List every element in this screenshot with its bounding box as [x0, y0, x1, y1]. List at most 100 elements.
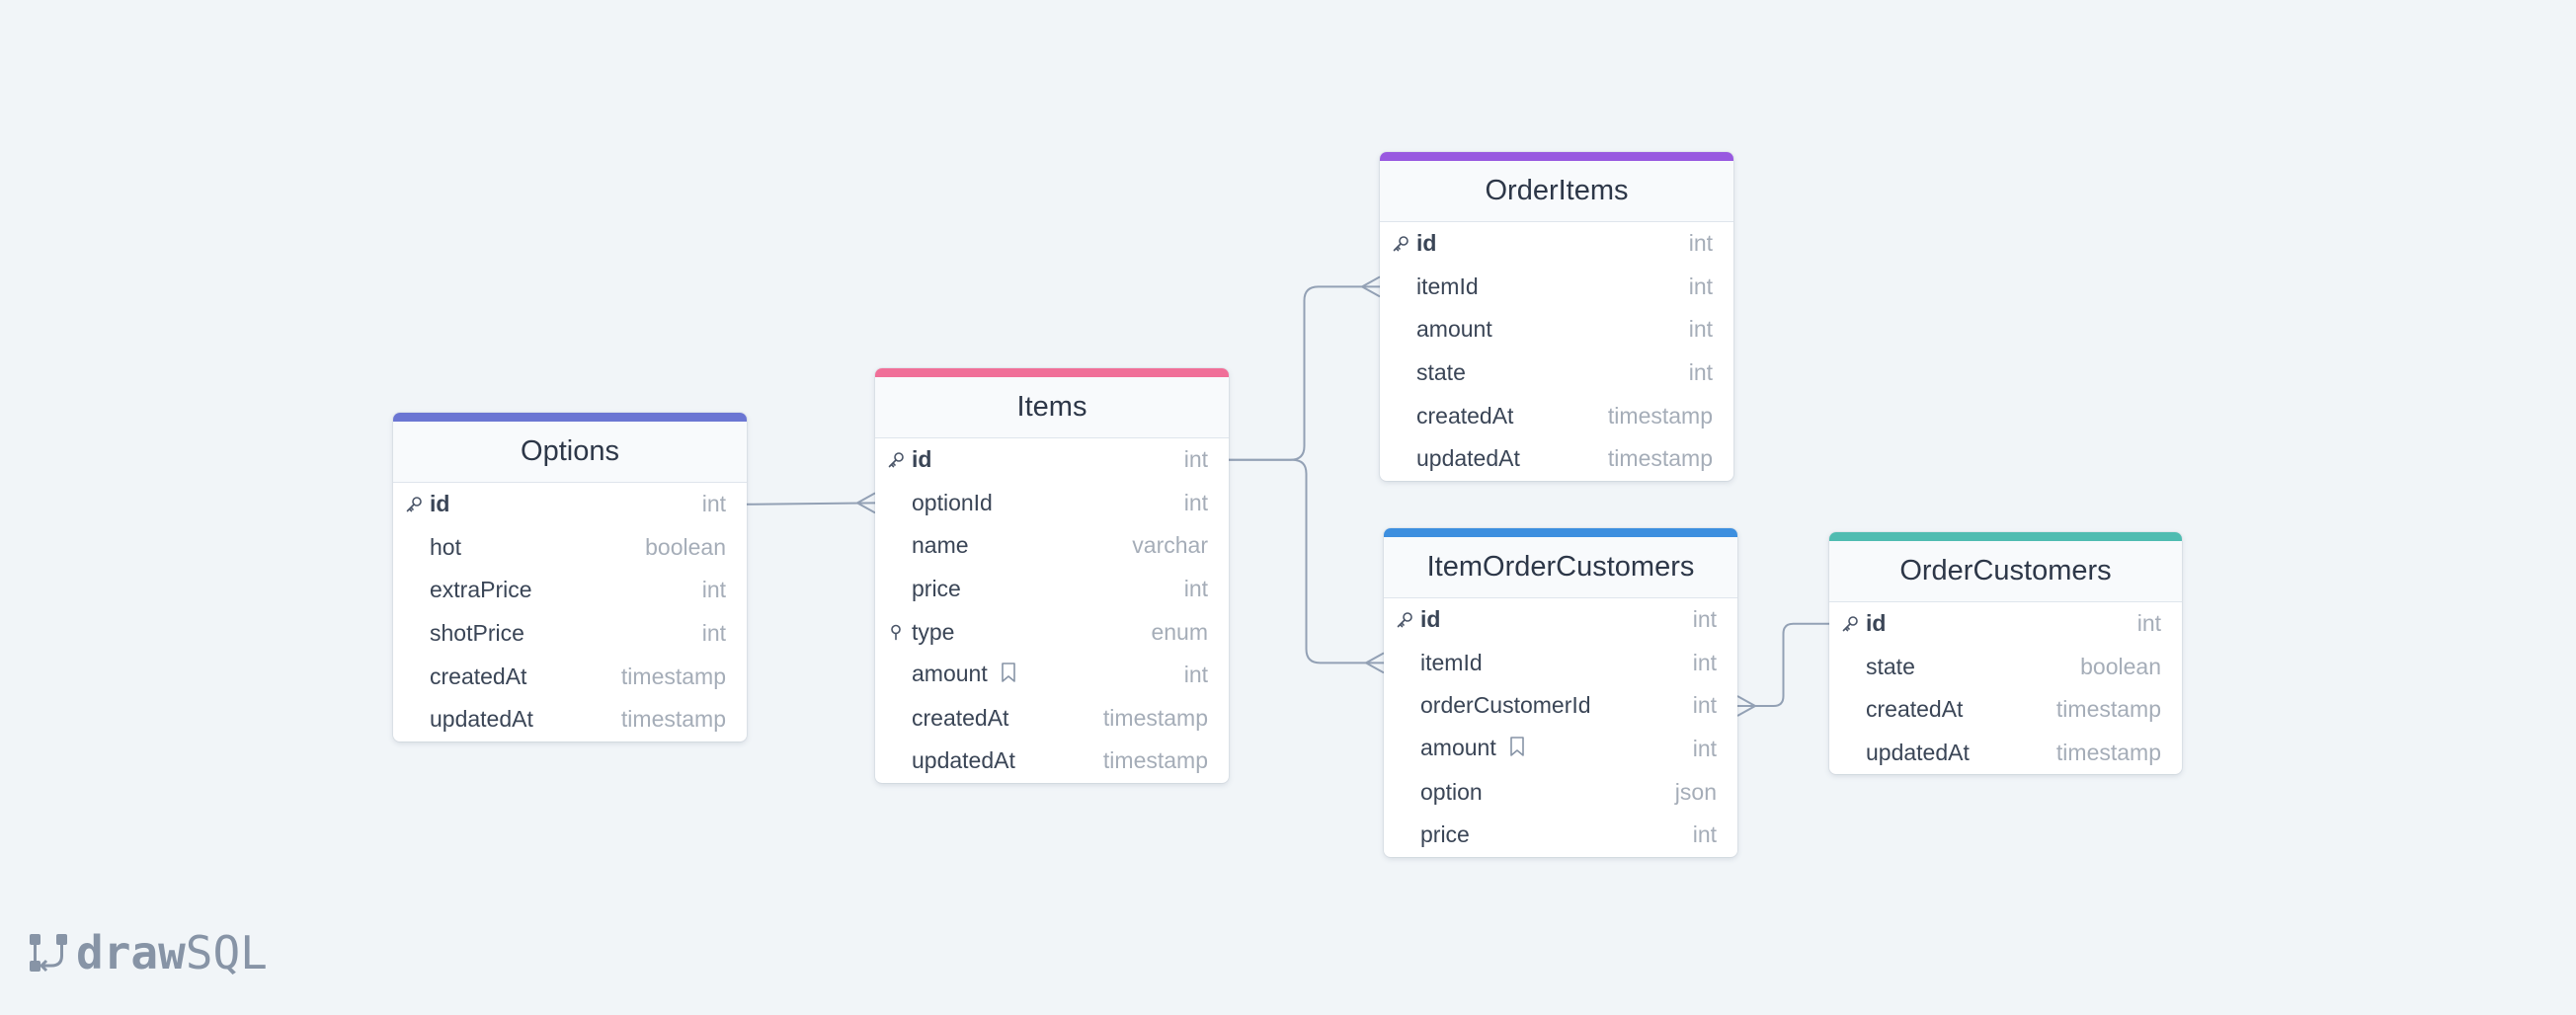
column-row-options-3[interactable]: shotPrice int [393, 612, 747, 656]
column-name: shotPrice [430, 620, 524, 647]
column-name: createdAt [430, 664, 526, 690]
table-title[interactable]: OrderCustomers [1829, 541, 2182, 602]
column-name-text: id [912, 446, 932, 473]
bookmark-note-icon[interactable] [1000, 662, 1017, 689]
bookmark-note-icon[interactable] [1508, 736, 1526, 763]
column-row-options-1[interactable]: hot boolean [393, 526, 747, 570]
column-name: type [912, 619, 954, 646]
relation-line-items-to-item-order-customers [1229, 458, 1384, 664]
drawsql-logo[interactable]: draw SQL [29, 926, 268, 979]
column-name: id [1416, 230, 1436, 257]
primary-key-icon [1840, 614, 1860, 634]
column-name: id [1866, 610, 1886, 637]
column-name: amount [1416, 316, 1492, 343]
column-type: int [701, 491, 726, 517]
table-title[interactable]: Options [393, 422, 747, 483]
column-type: boolean [645, 533, 726, 560]
column-name-text: id [1416, 230, 1437, 257]
column-name-text: createdAt [912, 704, 1009, 731]
relation-line-items-to-order-items [1229, 285, 1380, 461]
column-name: hot [430, 534, 461, 561]
column-type: int [1183, 489, 1208, 515]
table-accent-bar [1384, 528, 1737, 537]
column-name-text: state [1866, 653, 1915, 679]
column-name-text: name [912, 532, 969, 559]
column-name: state [1866, 654, 1915, 680]
table-title[interactable]: Items [875, 377, 1229, 438]
column-row-items-4[interactable]: type enum [875, 610, 1229, 654]
column-name-text: optionId [912, 489, 993, 515]
column-row-options-5[interactable]: updatedAt timestamp [393, 698, 747, 742]
column-type: int [1692, 692, 1717, 719]
column-type: int [701, 620, 726, 647]
column-name-text: id [1866, 610, 1887, 637]
column-type: int [1688, 316, 1713, 343]
column-type: enum [1151, 618, 1208, 645]
table-title[interactable]: OrderItems [1380, 161, 1733, 222]
index-icon [886, 622, 906, 642]
column-type: timestamp [620, 706, 726, 733]
crows-foot-item-order-customers [1365, 652, 1385, 674]
primary-key-icon [404, 495, 424, 514]
primary-key-icon [1391, 234, 1410, 254]
column-type: json [1674, 778, 1717, 805]
column-row-item-order-customers-0[interactable]: id int [1384, 598, 1737, 642]
column-name: amount [912, 661, 1017, 689]
column-type: varchar [1132, 532, 1208, 559]
column-name: id [1420, 606, 1440, 633]
column-name-text: updatedAt [430, 706, 533, 733]
column-name: updatedAt [430, 706, 533, 733]
column-name-text: createdAt [430, 663, 527, 689]
column-name-text: createdAt [1416, 402, 1514, 429]
column-name: itemId [1416, 273, 1479, 300]
column-row-options-2[interactable]: extraPrice int [393, 569, 747, 612]
crows-foot-items [856, 492, 876, 514]
column-row-items-2[interactable]: name varchar [875, 524, 1229, 568]
column-row-item-order-customers-4[interactable]: option json [1384, 770, 1737, 814]
table-accent-bar [875, 368, 1229, 377]
column-type: int [1692, 606, 1717, 633]
column-type: int [1692, 649, 1717, 675]
column-name: option [1420, 779, 1483, 806]
table-accent-bar [393, 413, 747, 422]
column-name-text: amount [912, 661, 988, 687]
column-name: extraPrice [430, 577, 532, 603]
column-type: int [701, 577, 726, 603]
column-name-text: itemId [1416, 273, 1479, 299]
column-name: createdAt [912, 705, 1008, 732]
column-name-text: id [1420, 606, 1441, 633]
column-row-order-items-2[interactable]: amount int [1380, 308, 1733, 351]
column-row-items-1[interactable]: optionId int [875, 482, 1229, 525]
table-title[interactable]: ItemOrderCustomers [1384, 537, 1737, 598]
crows-foot-order-items [1361, 275, 1381, 298]
